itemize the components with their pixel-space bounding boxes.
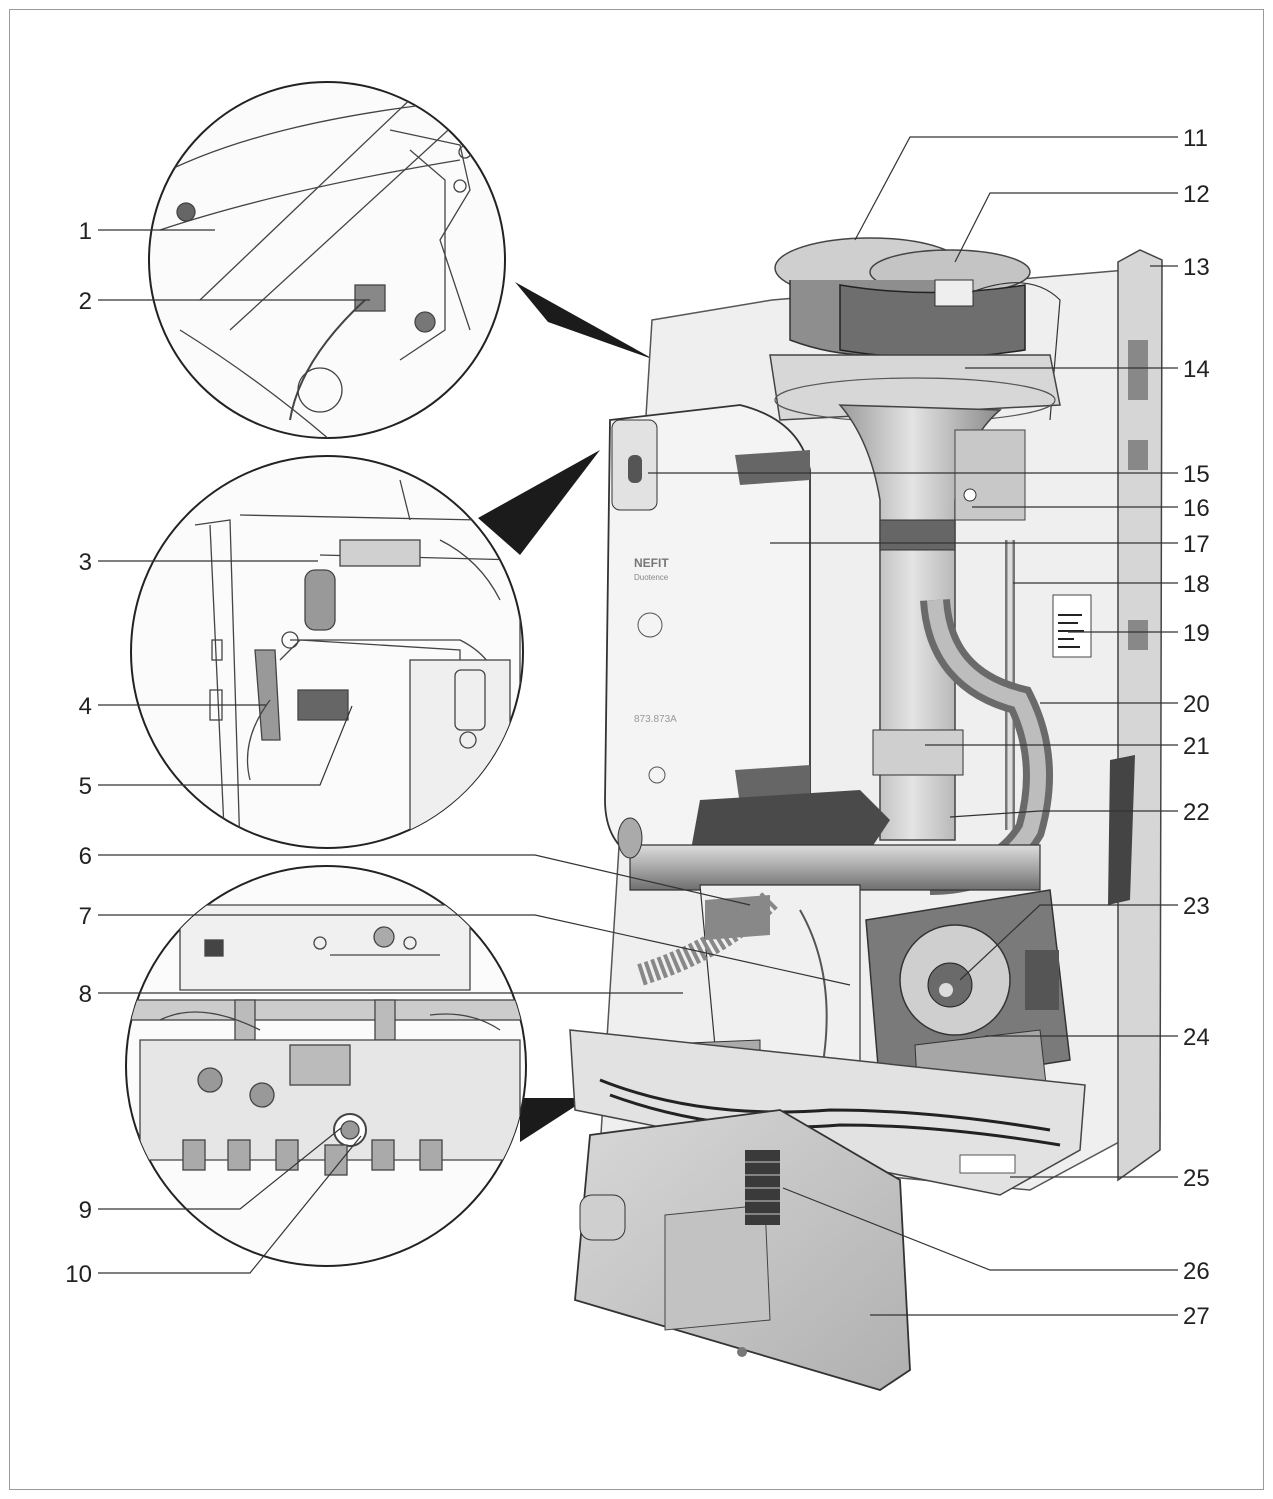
callout-8: 8 — [79, 981, 92, 1008]
detail-circle-valves — [130, 455, 524, 849]
manifold-pipe — [629, 844, 1041, 891]
callout-6: 6 — [79, 843, 92, 870]
callout-20: 20 — [1183, 691, 1210, 718]
boiler-assembly: NEFIT Duotence 873.873A — [569, 237, 1163, 1391]
callout-7: 7 — [79, 903, 92, 930]
callout-18: 18 — [1183, 571, 1210, 598]
leader-lines — [98, 136, 1178, 1316]
fan-motor — [839, 284, 1026, 359]
callout-23: 23 — [1183, 893, 1210, 920]
exchanger-subtitle: Duotence — [634, 573, 669, 582]
tray-label — [959, 1154, 1016, 1174]
callout-2: 2 — [79, 288, 92, 315]
zoom-wedge-middle — [478, 450, 600, 555]
callout-16: 16 — [1183, 495, 1210, 522]
fan-cable — [971, 282, 1061, 421]
zoom-wedge-bottom — [520, 1098, 588, 1142]
callout-1: 1 — [79, 218, 92, 245]
control-cover — [664, 1204, 771, 1331]
rail-slot — [1128, 340, 1148, 400]
callout-17: 17 — [1183, 531, 1210, 558]
detail-circle-burner — [148, 81, 506, 439]
ignition-bracket — [954, 429, 1026, 521]
callout-9: 9 — [79, 1197, 92, 1224]
callout-3: 3 — [79, 549, 92, 576]
detail-circle-connections — [125, 865, 527, 1267]
pipe-coupling — [872, 729, 964, 776]
exchanger-code: 873.873A — [634, 714, 677, 725]
rail-bracket — [1108, 755, 1135, 905]
wiring-harness — [599, 1078, 1051, 1132]
callout-4: 4 — [79, 693, 92, 720]
callout-12: 12 — [1183, 181, 1210, 208]
pump-connector — [1025, 950, 1059, 1010]
callout-26: 26 — [1183, 1258, 1210, 1285]
callout-15: 15 — [1183, 461, 1210, 488]
callout-11: 11 — [1183, 125, 1208, 152]
callout-13: 13 — [1183, 254, 1210, 281]
rail-slot — [1128, 620, 1148, 650]
zoom-wedge-top — [515, 282, 655, 360]
callout-22: 22 — [1183, 799, 1210, 826]
exchanger-base — [690, 790, 890, 855]
exchanger-clamp-top — [735, 450, 810, 485]
callout-27: 27 — [1183, 1303, 1210, 1330]
control-knob — [579, 1194, 626, 1241]
callout-14: 14 — [1183, 356, 1210, 383]
fan-connector — [934, 279, 974, 307]
callout-5: 5 — [79, 773, 92, 800]
corrugated-hose — [636, 892, 778, 986]
callout-19: 19 — [1183, 620, 1210, 647]
bottom-tray — [569, 1029, 1086, 1196]
rail-slot — [1128, 440, 1148, 470]
callout-labels: 1 2 3 4 5 6 7 8 9 10 11 12 13 14 15 16 1… — [65, 125, 1209, 1330]
callout-24: 24 — [1183, 1024, 1210, 1051]
pipe-collar — [879, 519, 956, 551]
exchanger-brand: NEFIT — [634, 556, 669, 570]
callout-25: 25 — [1183, 1165, 1210, 1192]
callout-10: 10 — [65, 1261, 92, 1288]
callout-21: 21 — [1183, 733, 1210, 760]
mounting-rail — [1117, 249, 1163, 1182]
burner-plate — [769, 354, 1061, 421]
